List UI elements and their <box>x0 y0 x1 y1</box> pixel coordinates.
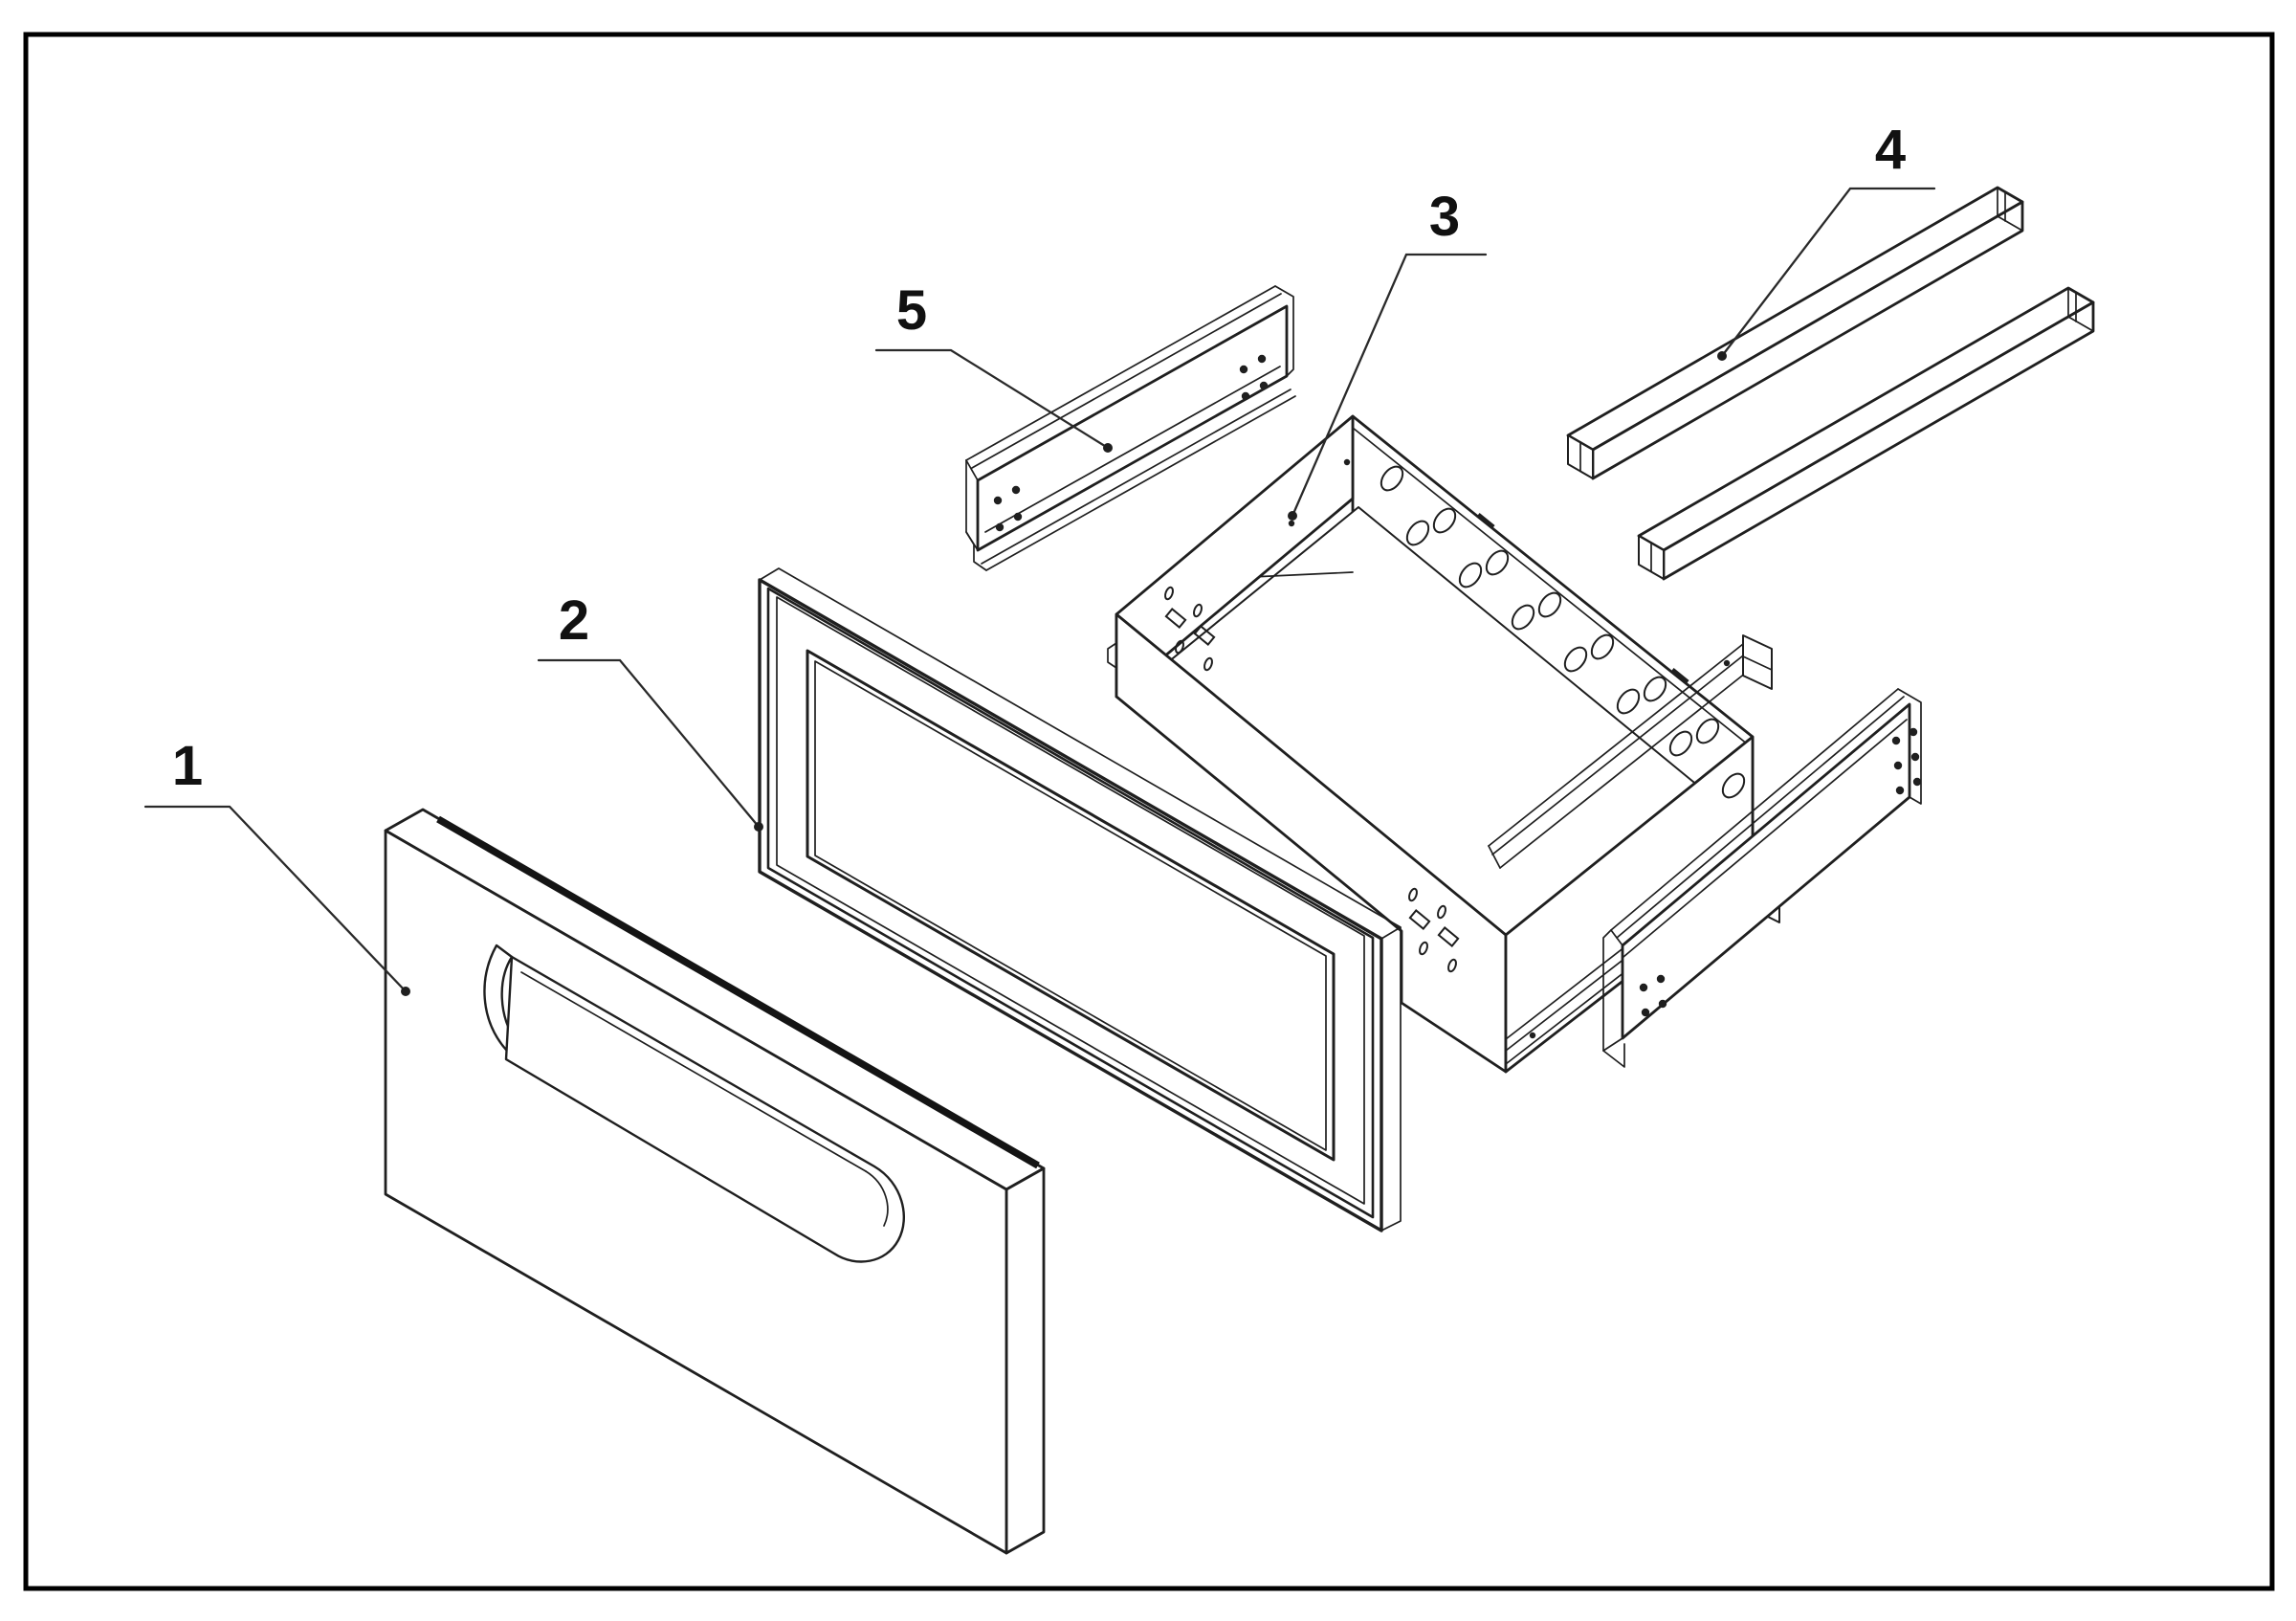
leader-line-5 <box>874 348 1110 450</box>
part-2-seal-frame <box>758 567 1402 1232</box>
callout-3: 3 <box>1288 186 1488 521</box>
leader-line-1 <box>144 805 408 993</box>
part-3-drawer-body <box>1107 414 1780 1074</box>
square-bar-lower <box>1637 286 2095 581</box>
square-bar-upper <box>1566 186 2024 480</box>
callout-5: 5 <box>874 279 1113 453</box>
leader-line-3 <box>1291 253 1488 518</box>
sheet-border <box>23 32 2275 1591</box>
perforation-holes <box>1380 465 1746 799</box>
part-label-2: 2 <box>559 589 589 652</box>
panel-side-face <box>1004 1166 1046 1555</box>
part-label-4: 4 <box>1875 119 1906 181</box>
leader-line-2 <box>537 658 761 829</box>
leader-dot-2 <box>754 822 763 832</box>
part-4-square-bars <box>1566 186 2095 581</box>
leader-dot-4 <box>1717 351 1727 361</box>
leader-dot-3 <box>1288 511 1297 521</box>
wall-slots-front <box>1408 887 1460 973</box>
leader-dot-5 <box>1103 443 1113 453</box>
part-5-slide-rail-left <box>965 285 1296 571</box>
inner-slide-rail <box>1488 634 1773 869</box>
recessed-handle <box>483 944 906 1263</box>
part-label-5: 5 <box>896 279 927 342</box>
leader-dot-1 <box>401 987 410 996</box>
leader-line-4 <box>1720 187 1936 358</box>
callout-4: 4 <box>1717 119 1936 361</box>
callout-2: 2 <box>537 589 763 832</box>
slide-rail-right <box>1602 688 1922 1068</box>
part-1-front-panel <box>384 808 1046 1555</box>
part-label-3: 3 <box>1429 186 1460 248</box>
panel-top-seal-strip <box>436 815 1040 1169</box>
wall-slots-left <box>1164 586 1216 672</box>
part-label-1: 1 <box>172 735 203 797</box>
part-callouts: 1 2 3 4 5 <box>144 119 1936 996</box>
callout-1: 1 <box>144 735 410 996</box>
